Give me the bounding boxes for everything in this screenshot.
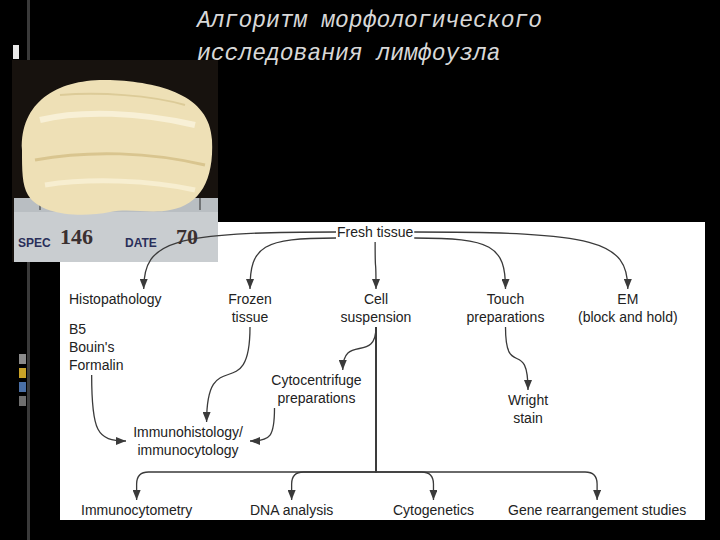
flow-step: Fresh tissue — [336, 222, 414, 242]
deco-square — [19, 396, 26, 406]
flow-arrow — [250, 408, 275, 441]
flow-step: Gene rearrangement studies — [507, 500, 687, 520]
step-label: EM — [578, 290, 678, 308]
flow-step: Cytogenetics — [392, 500, 475, 520]
white-panel — [60, 222, 705, 520]
deco-square — [19, 368, 26, 378]
flow-arrow — [250, 238, 336, 289]
flow-step: Wright stain — [503, 390, 553, 428]
flow-step: DNA analysis — [249, 500, 334, 520]
step-label: Touch preparations — [459, 290, 552, 326]
step-label: Immunohistology/ immunocytology — [127, 423, 249, 459]
step-label: Fresh tissue — [337, 223, 413, 241]
flow-step: Immunohistology/ immunocytology — [126, 422, 250, 460]
flow-step: Frozen tissue — [220, 289, 280, 327]
step-label: DNA analysis — [250, 501, 333, 519]
flow-arrow — [376, 327, 433, 500]
flow-arrow — [376, 327, 597, 500]
flow-arrow — [343, 327, 376, 370]
step-label: Cytocentrifuge preparations — [265, 371, 368, 407]
flow-arrow — [292, 327, 376, 500]
step-note: B5 Bouin's Formalin — [69, 320, 129, 374]
step-label: Frozen tissue — [221, 290, 279, 326]
flow-arrow — [137, 327, 376, 500]
flow-arrow — [207, 327, 250, 422]
flow-step: Touch preparations — [458, 289, 553, 327]
step-label: Cell suspension — [337, 290, 415, 326]
flow-arrow — [144, 232, 336, 289]
flow-arrow — [374, 242, 376, 289]
slide-title: Алгоритм морфологического исследования л… — [197, 5, 577, 71]
ruler-text: DATE — [125, 236, 157, 250]
flow-step: Immunocytometry — [80, 500, 193, 520]
step-label: Cytogenetics — [393, 501, 474, 519]
ruler-text: 70 — [176, 224, 198, 250]
deco-square — [19, 354, 26, 364]
step-note: (block and hold) — [578, 308, 678, 326]
flow-arrow — [506, 327, 529, 390]
flow-arrow — [414, 238, 505, 289]
lymph-node-photo — [12, 60, 218, 262]
flow-step: EM(block and hold) — [577, 289, 679, 327]
deco-square — [19, 382, 26, 392]
step-label: Gene rearrangement studies — [508, 501, 686, 519]
flow-arrow — [414, 232, 628, 289]
corner-mark — [13, 45, 19, 59]
flow-step: Cytocentrifuge preparations — [264, 370, 369, 408]
flow-arrow — [92, 375, 126, 441]
step-label: Immunocytometry — [81, 501, 192, 519]
flow-step: Cell suspension — [336, 289, 416, 327]
ruler-text: 146 — [60, 224, 93, 250]
ruler-text: SPEC — [18, 236, 51, 250]
flow-step: Histopathology B5 Bouin's Formalin — [68, 289, 163, 375]
step-label: Histopathology — [69, 290, 162, 308]
step-label: Wright stain — [504, 391, 552, 427]
